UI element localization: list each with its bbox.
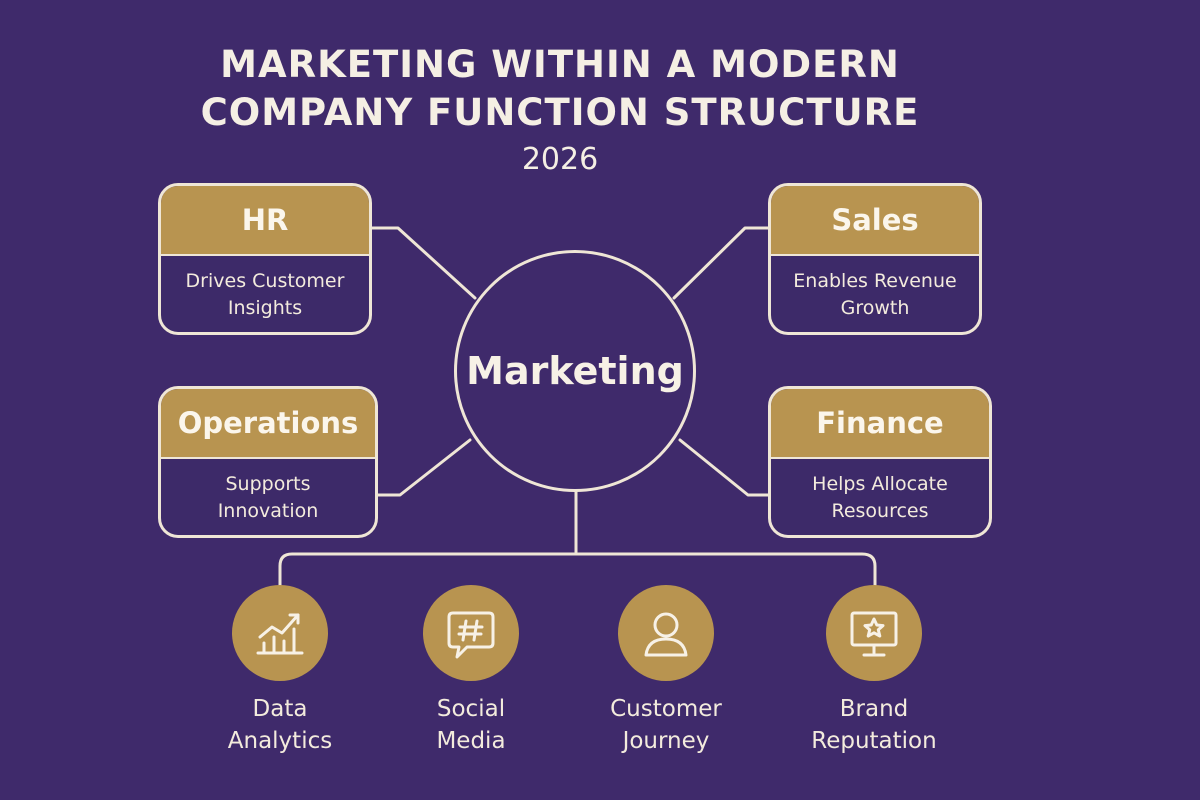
connector-branch bbox=[278, 552, 877, 587]
year-label: 2026 bbox=[521, 142, 599, 177]
function-title-sales: Sales bbox=[771, 186, 979, 256]
function-title-operations: Operations bbox=[161, 389, 375, 459]
hashtag-chat-icon bbox=[423, 585, 519, 681]
title-line-2: COMPANY FUNCTION STRUCTURE bbox=[200, 91, 920, 134]
connector-operations bbox=[376, 438, 472, 497]
chart-growth-icon bbox=[232, 585, 328, 681]
person-icon bbox=[618, 585, 714, 681]
function-title-finance: Finance bbox=[771, 389, 989, 459]
connector-sales bbox=[672, 226, 773, 300]
function-title-hr: HR bbox=[161, 186, 369, 256]
title-line-1: MARKETING WITHIN A MODERN bbox=[220, 43, 900, 86]
monitor-star-icon bbox=[826, 585, 922, 681]
marketing-hub: Marketing bbox=[454, 250, 696, 492]
connector-hr bbox=[370, 226, 477, 300]
connector-finance bbox=[678, 438, 773, 497]
